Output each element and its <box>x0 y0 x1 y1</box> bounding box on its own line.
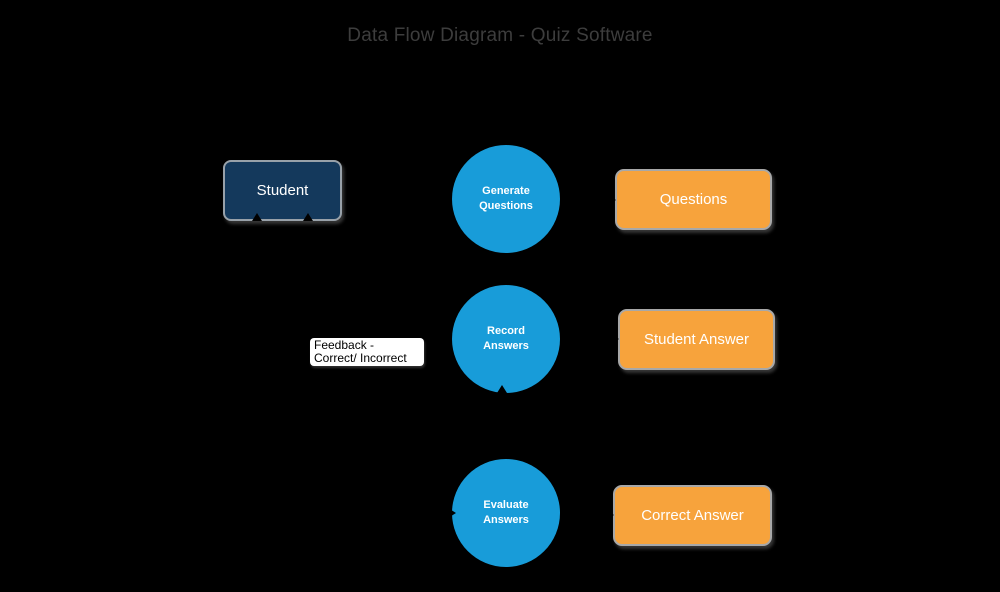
flow-label-feedback-text: Feedback - Correct/ Incorrect <box>314 338 407 365</box>
entity-student-label: Student <box>256 182 309 199</box>
store-questions: Questions <box>615 169 772 230</box>
process-generate-questions-label: Generate Questions <box>479 185 533 212</box>
arrowhead-icon <box>252 213 262 221</box>
arrowhead-icon <box>608 195 616 205</box>
process-generate-questions: Generate Questions <box>452 145 560 253</box>
entity-student: Student <box>223 160 342 221</box>
flow-label-feedback: Feedback - Correct/ Incorrect <box>310 338 424 366</box>
store-correct-answer-label: Correct Answer <box>641 507 744 524</box>
arrowhead-icon <box>611 334 619 344</box>
arrowhead-icon <box>606 510 614 520</box>
process-record-answers: Record Answers <box>452 285 560 393</box>
store-correct-answer: Correct Answer <box>613 485 772 546</box>
store-student-answer-label: Student Answer <box>643 331 750 348</box>
arrowhead-icon <box>303 213 313 221</box>
store-student-answer: Student Answer <box>618 309 775 370</box>
process-evaluate-answers: Evaluate Answers <box>452 459 560 567</box>
process-record-answers-label: Record Answers <box>483 325 529 352</box>
store-questions-label: Questions <box>659 191 728 208</box>
arrowhead-icon <box>448 508 456 518</box>
diagram-title: Data Flow Diagram - Quiz Software <box>347 25 653 46</box>
process-evaluate-answers-label: Evaluate Answers <box>483 499 529 526</box>
arrowhead-icon <box>497 385 507 393</box>
